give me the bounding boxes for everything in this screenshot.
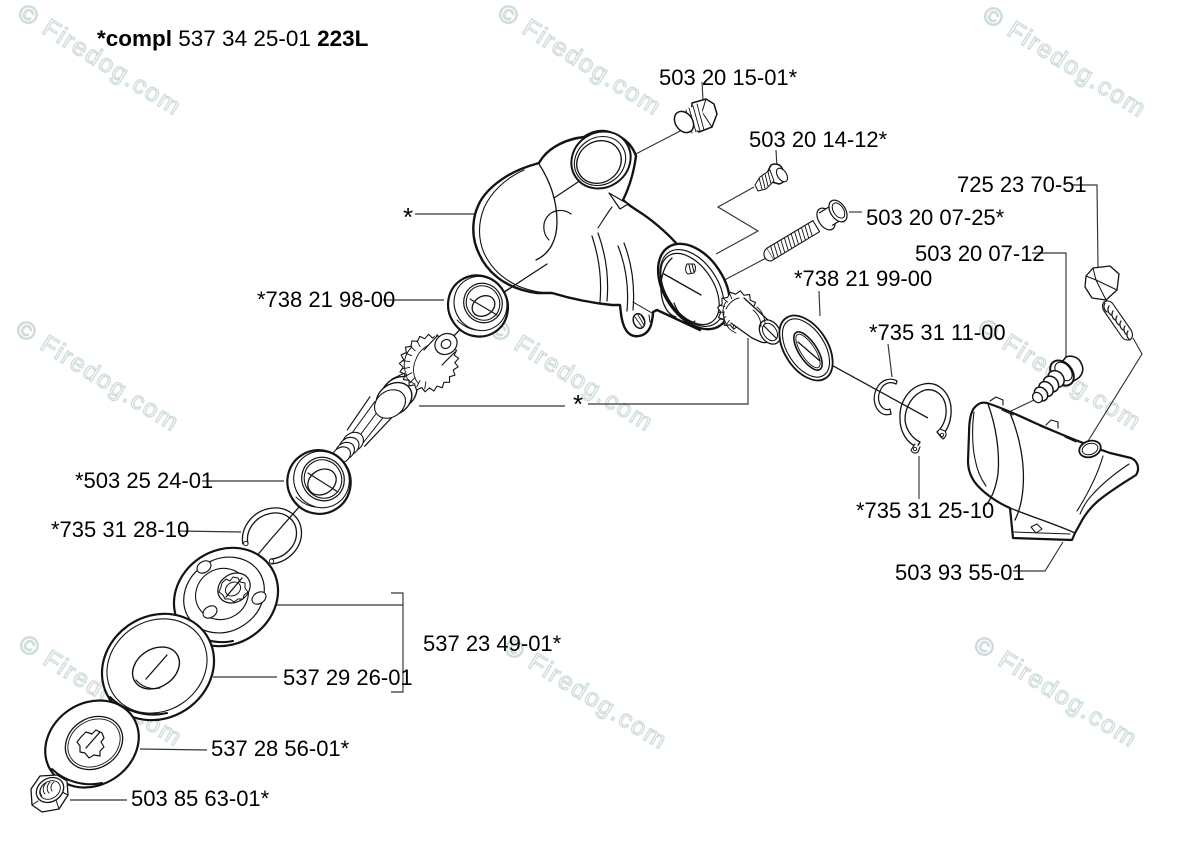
svg-text:© Firedog.com: © Firedog.com	[13, 0, 187, 122]
svg-text:725 23 70-51: 725 23 70-51	[957, 172, 1087, 197]
svg-text:537 28 56-01*: 537 28 56-01*	[211, 736, 350, 761]
svg-text:*: *	[403, 202, 413, 232]
svg-text:*738 21 99-00: *738 21 99-00	[794, 266, 932, 291]
svg-text:503 93 55-01: 503 93 55-01	[895, 560, 1025, 585]
svg-text:*compl 537 34 25-01 223L: *compl 537 34 25-01 223L	[97, 26, 369, 51]
svg-text:© Firedog.com: © Firedog.com	[11, 314, 185, 437]
svg-text:*503 25 24-01: *503 25 24-01	[75, 468, 213, 493]
svg-text:*735 31 11-00: *735 31 11-00	[869, 320, 1006, 345]
svg-text:503 85 63-01*: 503 85 63-01*	[131, 786, 270, 811]
svg-text:537 23 49-01*: 537 23 49-01*	[423, 631, 562, 656]
svg-text:*735 31 28-10: *735 31 28-10	[51, 517, 189, 542]
svg-text:© Firedog.com: © Firedog.com	[969, 630, 1143, 753]
svg-text:503 20 07-25*: 503 20 07-25*	[866, 205, 1005, 230]
svg-text:503 20 07-12: 503 20 07-12	[915, 241, 1045, 266]
svg-text:503 20 14-12*: 503 20 14-12*	[749, 127, 888, 152]
svg-text:*: *	[573, 389, 583, 419]
svg-text:503 20 15-01*: 503 20 15-01*	[659, 65, 798, 90]
svg-text:© Firedog.com: © Firedog.com	[978, 0, 1152, 123]
svg-text:© Firedog.com: © Firedog.com	[493, 0, 667, 122]
svg-text:*738 21 98-00: *738 21 98-00	[257, 287, 395, 312]
svg-text:537 29 26-01: 537 29 26-01	[283, 665, 413, 690]
svg-text:*735 31 25-10: *735 31 25-10	[856, 498, 994, 523]
